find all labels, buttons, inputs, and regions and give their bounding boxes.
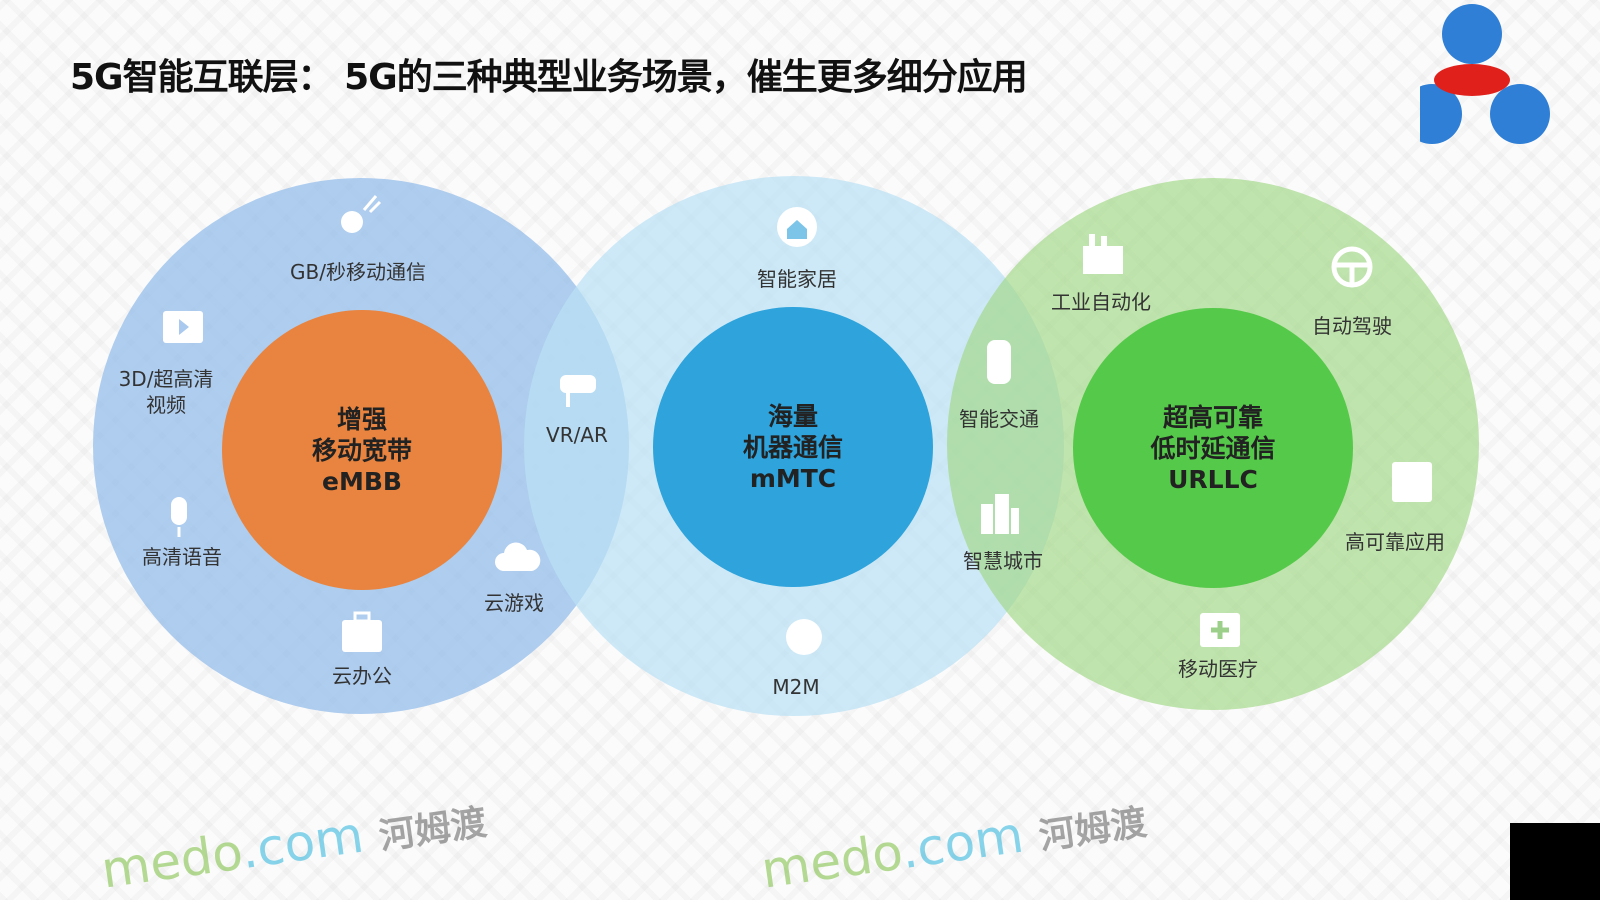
- smart-system-logo: [1420, 4, 1550, 144]
- app-label: M2M: [772, 675, 820, 699]
- embb-core: 增强 移动宽带 eMBB: [222, 310, 502, 590]
- urllc-line-2: 低时延通信: [1150, 433, 1276, 463]
- embb-line-1: 增强: [336, 404, 387, 434]
- watermark: medo.com 河姆渡: [97, 802, 490, 900]
- urllc-line-3: URLLC: [1168, 464, 1258, 494]
- urllc-line-1: 超高可靠: [1162, 402, 1263, 432]
- city-building-icon: [981, 494, 1019, 534]
- app-label: 工业自动化: [1051, 290, 1151, 314]
- app-label: 云游戏: [484, 591, 544, 615]
- app-label: 高清语音: [142, 545, 222, 569]
- traffic-light-icon: [987, 340, 1011, 384]
- watermark: medo.com 河姆渡: [757, 802, 1150, 900]
- embb-line-3: eMBB: [322, 466, 402, 496]
- app-label: 云办公: [332, 664, 392, 688]
- home-icon: [777, 207, 817, 247]
- mmtc-line-2: 机器通信: [742, 432, 843, 462]
- rocket-icon: [341, 195, 382, 233]
- app-label: 移动医疗: [1178, 657, 1258, 681]
- factory-icon: [1083, 234, 1123, 274]
- mmtc-core: 海量 机器通信 mMTC: [653, 307, 933, 587]
- mmtc-line-3: mMTC: [749, 463, 837, 493]
- app-label: GB/秒移动通信: [290, 260, 426, 284]
- app-label: VR/AR: [546, 423, 608, 447]
- steering-wheel-icon: [1331, 246, 1373, 288]
- vr-headset-icon: [560, 375, 596, 407]
- urllc-core: 超高可靠 低时延通信 URLLC: [1073, 308, 1353, 588]
- microphone-icon: [171, 497, 187, 537]
- medical-kit-icon: [1200, 613, 1240, 647]
- app-label: 智能家居: [757, 267, 837, 291]
- embb-line-2: 移动宽带: [311, 435, 412, 465]
- app-label: 智能交通: [959, 407, 1039, 431]
- app-label-text: 3D/超高清 视频: [118, 367, 214, 417]
- briefcase-icon: [342, 611, 382, 652]
- cloud-game-icon: [495, 542, 541, 571]
- film-icon: [163, 311, 203, 343]
- slide-title: 5G智能互联层： 5G的三种典型业务场景，催生更多细分应用: [70, 57, 1028, 98]
- mmtc-line-1: 海量: [767, 401, 818, 431]
- globe-icon: [786, 619, 822, 655]
- app-label: 高可靠应用: [1345, 530, 1445, 554]
- corner-badge: [1510, 823, 1600, 900]
- app-label: 智慧城市: [963, 549, 1043, 573]
- app-label: 自动驾驶: [1312, 314, 1392, 338]
- app-label: 3D/超高清 视频: [119, 366, 214, 418]
- safe-icon: [1392, 462, 1432, 502]
